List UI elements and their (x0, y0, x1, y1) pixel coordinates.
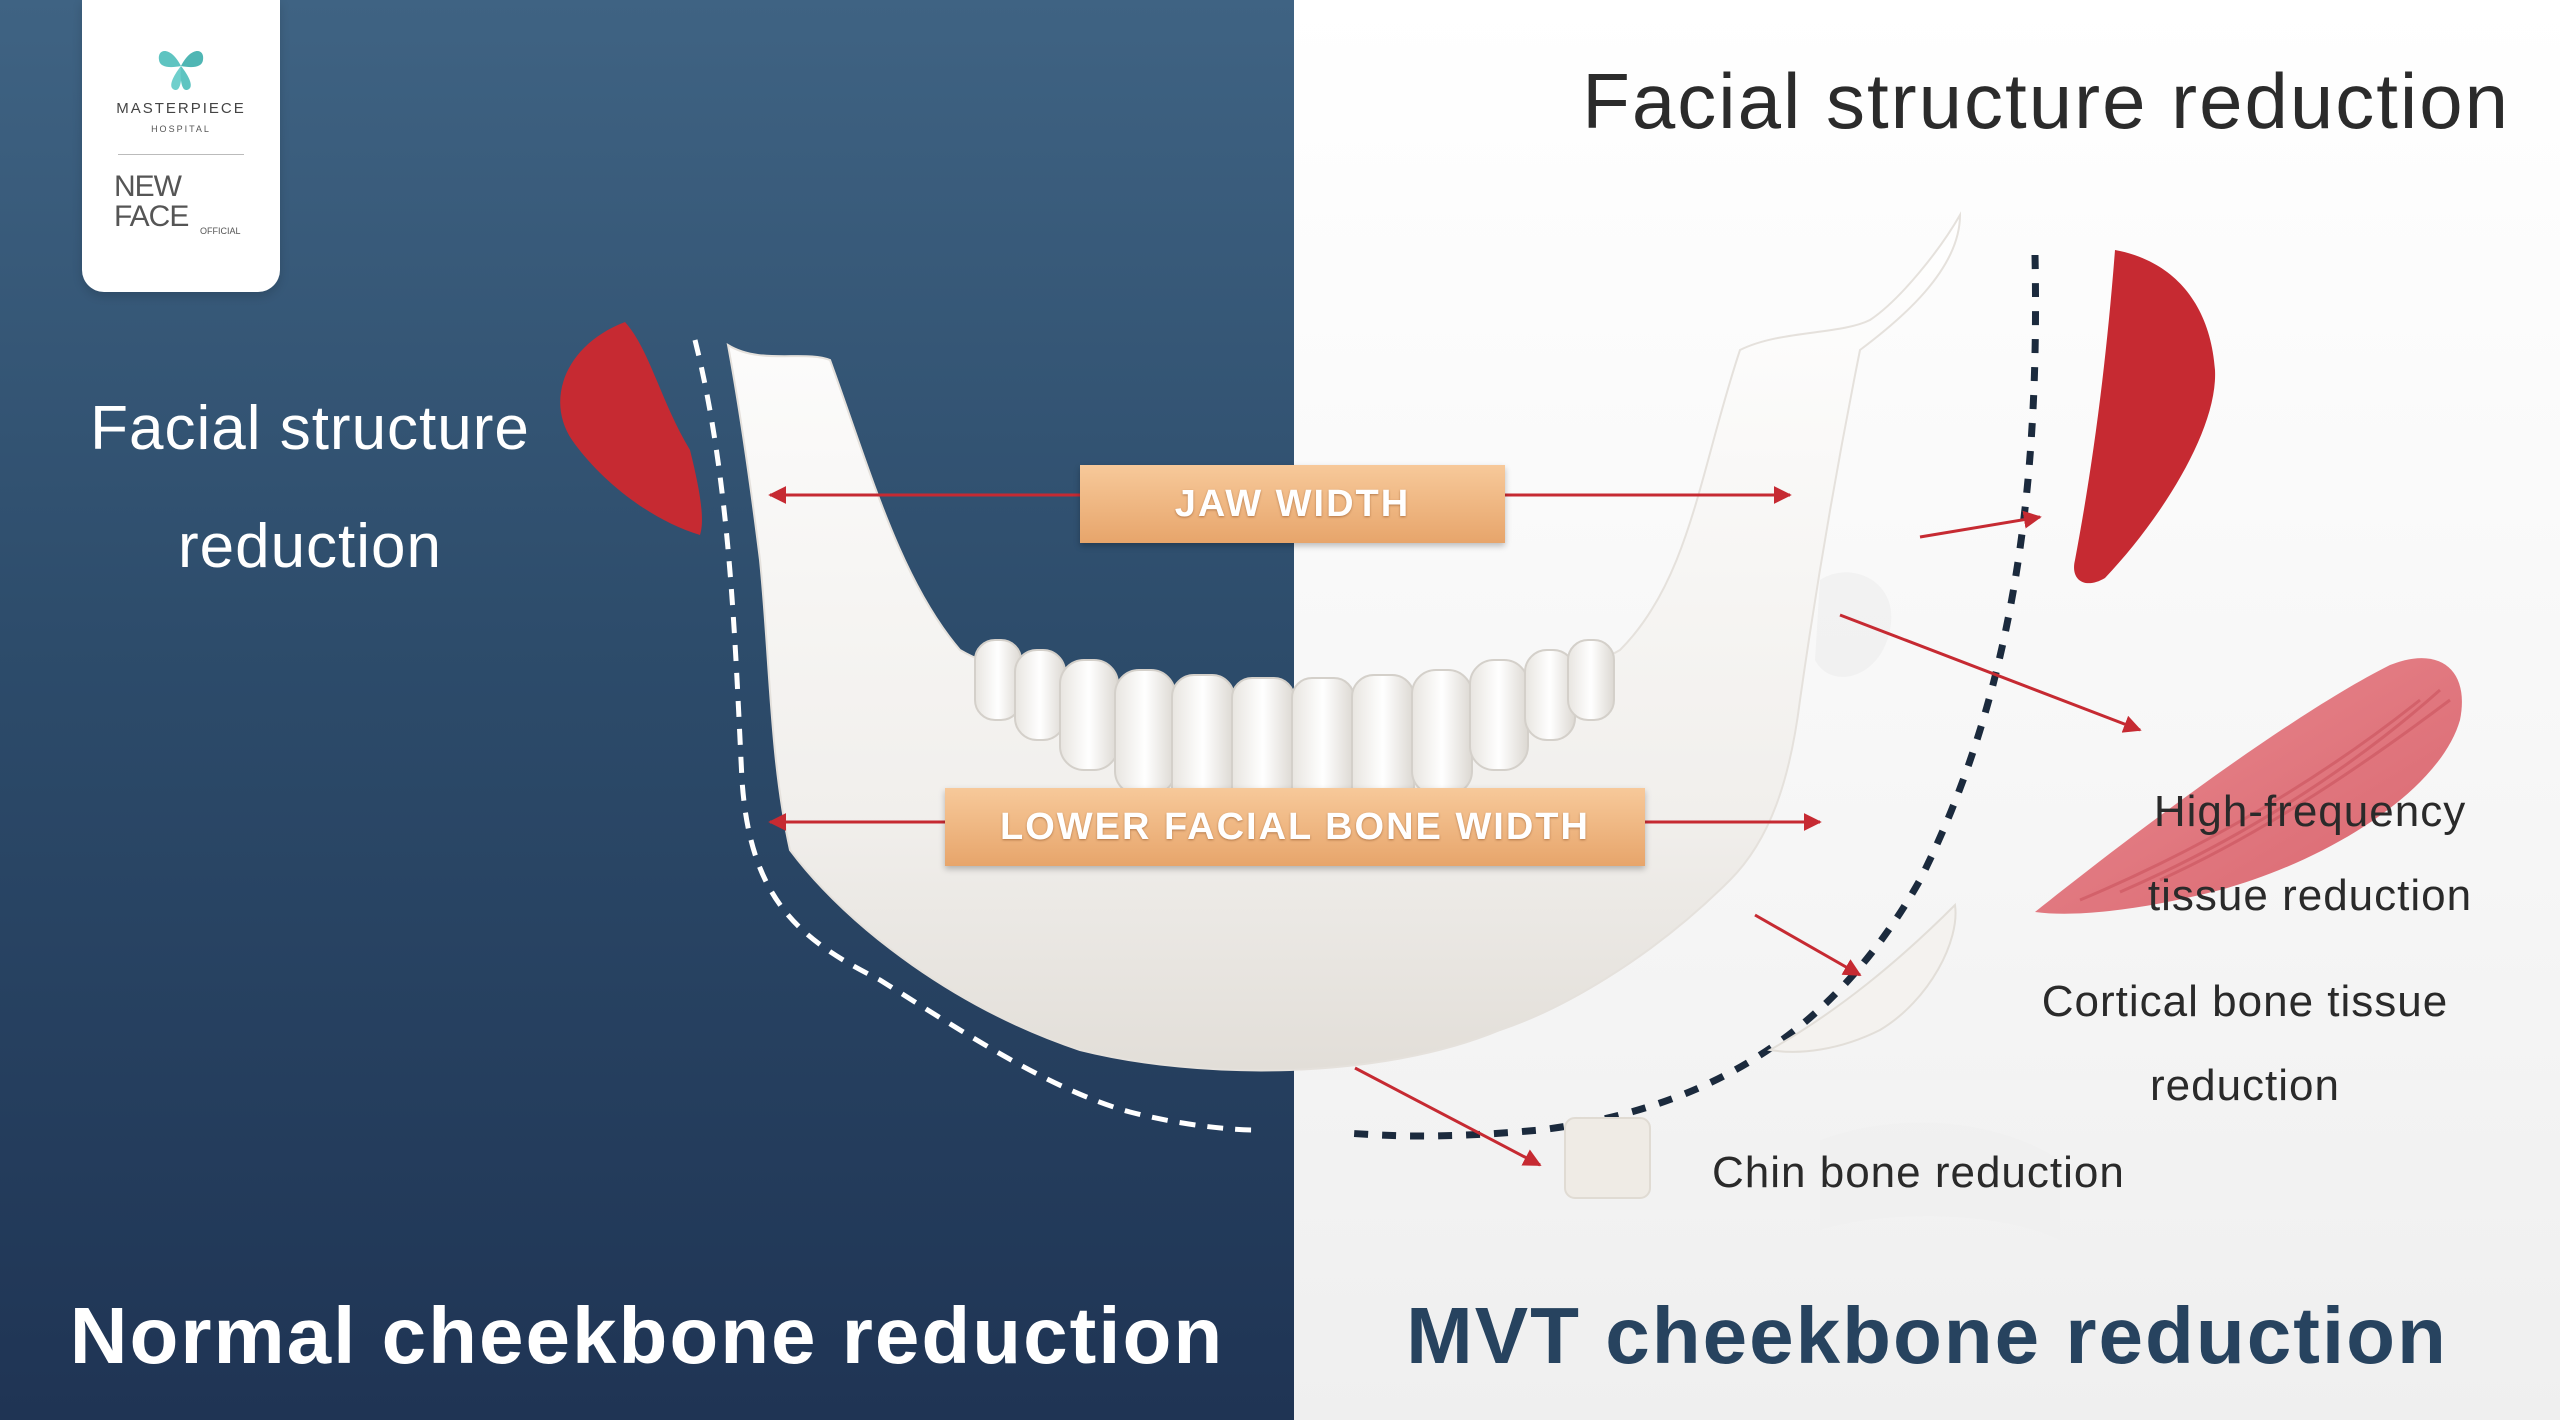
hospital-name: MASTERPIECE (116, 100, 246, 117)
brand-tag: OFFICIAL (200, 226, 241, 236)
cortical-callout-arrow (1754, 913, 1862, 977)
high-frequency-line-2: tissue reduction (2147, 871, 2473, 920)
mvt-method-title: MVT cheekbone reduction (1406, 1291, 2448, 1380)
cortical-label: Cortical bone tissue reduction (2000, 960, 2490, 1128)
fat-pad-callout-arrow (1919, 510, 2042, 539)
brand-wordmark: NEW FACE (114, 172, 224, 232)
chin-callout-arrow (1354, 1066, 1542, 1167)
left-fat-label-line-1: Facial structure (90, 394, 530, 463)
chin-bone-fragment (1564, 1117, 1651, 1199)
muscle-illustration (2035, 658, 2462, 914)
lower-facial-bone-width-tag: LOWER FACIAL BONE WIDTH (945, 788, 1645, 866)
cortical-line-1: Cortical bone tissue (2041, 977, 2449, 1026)
fat-pad-left (560, 322, 702, 535)
high-frequency-line-1: High-frequency (2153, 787, 2467, 836)
right-top-title: Facial structure reduction (1582, 57, 2510, 145)
muscle-callout-arrow (1839, 613, 2142, 733)
left-fat-label-line-2: reduction (177, 512, 443, 581)
brand-line-1: NEW (114, 170, 182, 203)
logo-divider (118, 154, 244, 155)
hospital-sub: HOSPITAL (151, 124, 211, 134)
butterfly-logo-icon (158, 50, 204, 91)
jaw-width-tag: JAW WIDTH (1080, 465, 1505, 543)
jaw-bone (726, 211, 1962, 1072)
normal-method-title: Normal cheekbone reduction (69, 1291, 1225, 1380)
ghost-background-shapes (1815, 572, 2060, 1240)
normal-jaw-outline-dashed (692, 339, 1256, 1133)
chin-label: Chin bone reduction (1712, 1148, 2125, 1197)
brand-line-2: FACE (114, 200, 189, 233)
cortical-line-2: reduction (2149, 1061, 2340, 1110)
high-frequency-label: High-frequency tissue reduction (2110, 770, 2510, 938)
fat-pad-right (2074, 250, 2216, 584)
mvt-jaw-outline-dashed (1344, 254, 2040, 1140)
left-fat-label: Facial structure reduction (60, 370, 560, 606)
cortical-bone-fragment (1767, 902, 1957, 1053)
hospital-logo-card: MASTERPIECE HOSPITAL NEW FACE OFFICIAL (82, 0, 280, 292)
teeth-row (974, 639, 1615, 829)
